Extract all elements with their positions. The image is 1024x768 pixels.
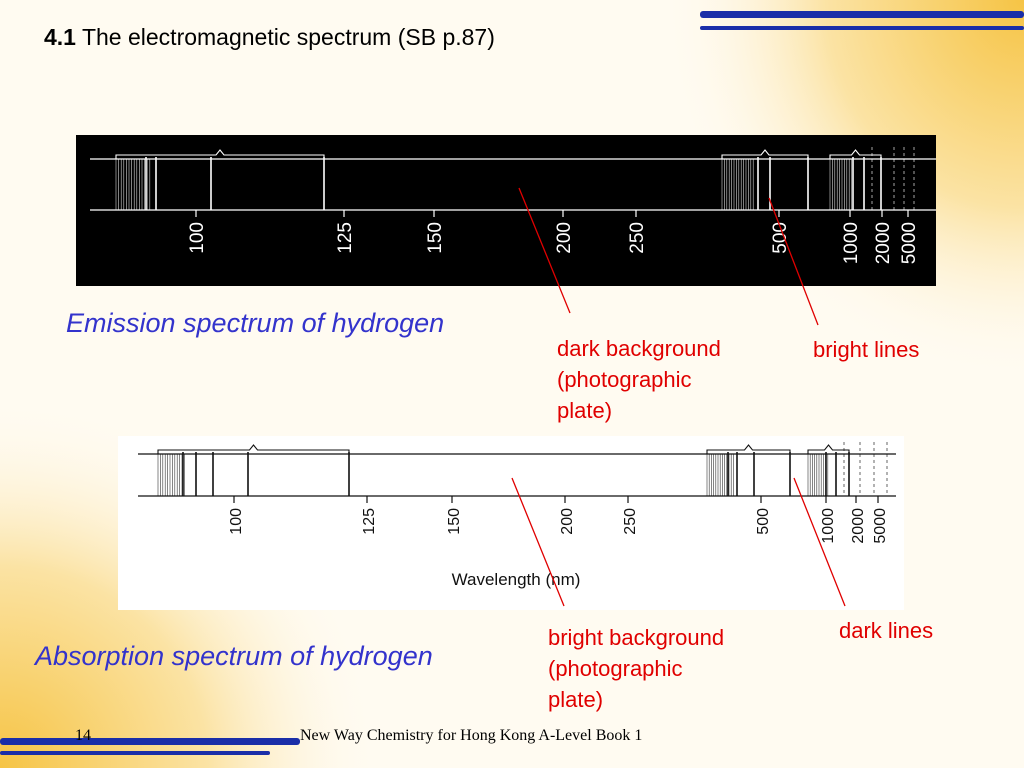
tick-label: 200 bbox=[554, 222, 575, 254]
tick-label: 100 bbox=[187, 222, 208, 254]
tick-label: 250 bbox=[627, 222, 648, 254]
tick-label: 2000 bbox=[850, 508, 867, 544]
label-dark-background: dark background (photographic plate) bbox=[557, 336, 721, 423]
absorption-caption: Absorption spectrum of hydrogen bbox=[35, 641, 433, 671]
tick-label: 100 bbox=[228, 508, 245, 535]
stripes-top-right bbox=[700, 11, 1024, 30]
tick-label: 2000 bbox=[873, 222, 894, 264]
tick-label: 150 bbox=[425, 222, 446, 254]
axis-label-wavelength: Wavelength (nm) bbox=[452, 570, 581, 589]
tick-label: 125 bbox=[361, 508, 378, 535]
tick-label: 500 bbox=[755, 508, 772, 535]
title-number: 4.1 bbox=[44, 24, 76, 50]
tick-label: 5000 bbox=[872, 508, 889, 544]
tick-label: 500 bbox=[770, 222, 791, 254]
stripes-bottom-left bbox=[0, 738, 300, 755]
label-dark-lines: dark lines bbox=[839, 618, 934, 643]
slide-title: 4.1 The electromagnetic spectrum (SB p.8… bbox=[44, 24, 495, 51]
emission-caption: Emission spectrum of hydrogen bbox=[66, 308, 445, 338]
title-text: The electromagnetic spectrum (SB p.87) bbox=[81, 24, 495, 50]
tick-label: 5000 bbox=[899, 222, 920, 264]
absorption-spectrum-panel: 100 125 150 200 250 500 1000 2000 5000Wavelength… bbox=[118, 436, 904, 610]
tick-label: 1000 bbox=[820, 508, 837, 544]
series-brace bbox=[807, 444, 850, 454]
series-brace bbox=[115, 149, 325, 159]
label-bright-background: bright background (photographic plate) bbox=[548, 625, 725, 712]
tick-label: 1000 bbox=[841, 222, 862, 264]
tick-label: 150 bbox=[446, 508, 463, 535]
footer-text: New Way Chemistry for Hong Kong A-Level … bbox=[300, 727, 643, 744]
series-brace bbox=[721, 149, 809, 159]
series-brace bbox=[829, 149, 882, 159]
series-brace bbox=[157, 444, 350, 454]
absorption-bright-plate bbox=[118, 436, 904, 610]
label-bright-lines: bright lines bbox=[813, 337, 920, 362]
tick-label: 125 bbox=[335, 222, 356, 254]
tick-label: 250 bbox=[622, 508, 639, 535]
page-number: 14 bbox=[75, 727, 91, 744]
series-brace bbox=[706, 444, 791, 454]
tick-label: 200 bbox=[559, 508, 576, 535]
